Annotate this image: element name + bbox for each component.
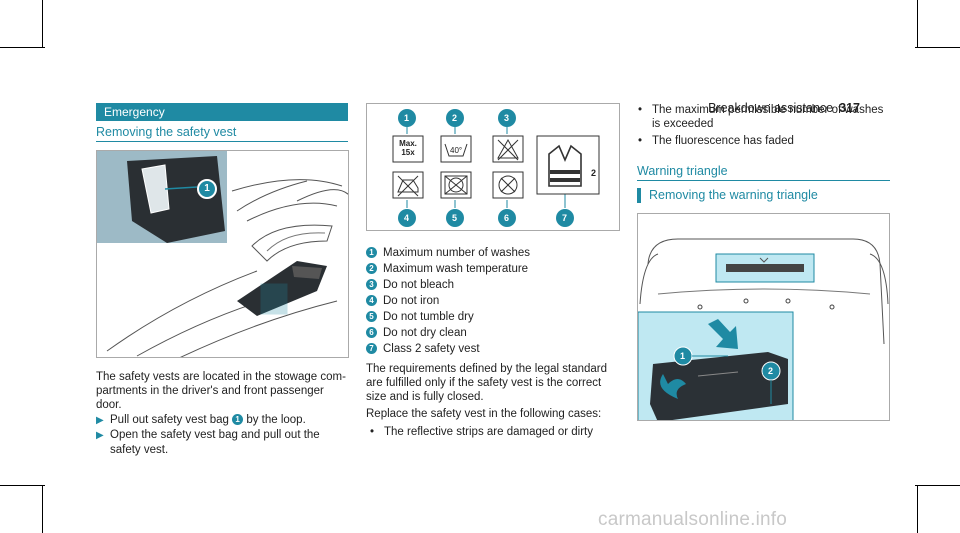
vest-class-mark: 2: [591, 168, 597, 178]
wash-temp-symbol: 40°: [450, 146, 463, 155]
care-callout: 5: [452, 213, 458, 223]
care-callout: 3: [504, 113, 510, 123]
trunk-callout: 1: [680, 351, 686, 361]
crop-mark: [0, 47, 45, 48]
intro-paragraph: The safety vests are located in the stow…: [96, 370, 351, 412]
running-header: Breakdown assistance 317: [708, 101, 860, 115]
care-label-figure: 1 2 3 4 5 6 7 Max. 15x 40° 2: [366, 103, 620, 231]
para-line: door.: [96, 399, 122, 411]
bullet-icon: •: [638, 135, 643, 147]
requirements-paragraph: The requirements defined by the legal st…: [366, 363, 608, 403]
care-callout: 4: [404, 213, 410, 223]
crop-mark: [915, 485, 960, 486]
max-washes-symbol: Max. 15x: [399, 139, 417, 157]
header-section: Breakdown assistance: [708, 101, 834, 115]
procedure-marker: [637, 188, 641, 203]
step-arrow-icon: ▶: [96, 415, 104, 426]
step-2: ▶Open the safety vest bag and pull out t…: [96, 429, 320, 456]
left-subtitle: Removing the safety vest: [96, 125, 237, 139]
section-bar: Emergency: [96, 103, 348, 121]
crop-mark: [917, 485, 918, 533]
step-1: ▶Pull out safety vest bag 1 by the loop.: [96, 414, 306, 426]
bullet-item: •The reflective strips are damaged or di…: [370, 426, 594, 438]
warning-triangle-title: Warning triangle: [637, 164, 728, 178]
care-callout: 6: [504, 213, 510, 223]
crop-mark: [42, 0, 43, 48]
page-number: 317: [839, 101, 860, 115]
crop-mark: [917, 0, 918, 48]
para-line: The safety vests are located in the stow…: [96, 371, 346, 383]
care-callout: 1: [404, 113, 410, 123]
crop-mark: [42, 485, 43, 533]
trunk-callout: 2: [768, 366, 774, 376]
para-line: partments in the driver's and front pass…: [96, 385, 324, 397]
figure-callout: 1: [197, 179, 217, 199]
bullet-item: •The maximum permissible number of washe…: [638, 104, 884, 130]
bullet-icon: •: [370, 426, 375, 438]
replace-paragraph: Replace the safety vest in the following…: [366, 408, 602, 420]
trunk-figure: 1 2: [637, 213, 890, 421]
crop-mark: [915, 47, 960, 48]
callout-badge: 1: [232, 414, 244, 426]
care-callout: 7: [562, 213, 568, 223]
crop-mark: [0, 485, 45, 486]
step-arrow-icon: ▶: [96, 430, 104, 441]
care-callout: 2: [452, 113, 458, 123]
procedure-title: Removing the warning triangle: [649, 188, 818, 202]
subtitle-rule: [96, 141, 348, 142]
bullet-item: •The fluorescence has faded: [638, 135, 794, 147]
subtitle-rule: [637, 180, 890, 181]
door-figure: 1: [96, 150, 349, 358]
watermark: carmanualsonline.info: [598, 509, 788, 530]
bullet-icon: •: [638, 104, 643, 116]
